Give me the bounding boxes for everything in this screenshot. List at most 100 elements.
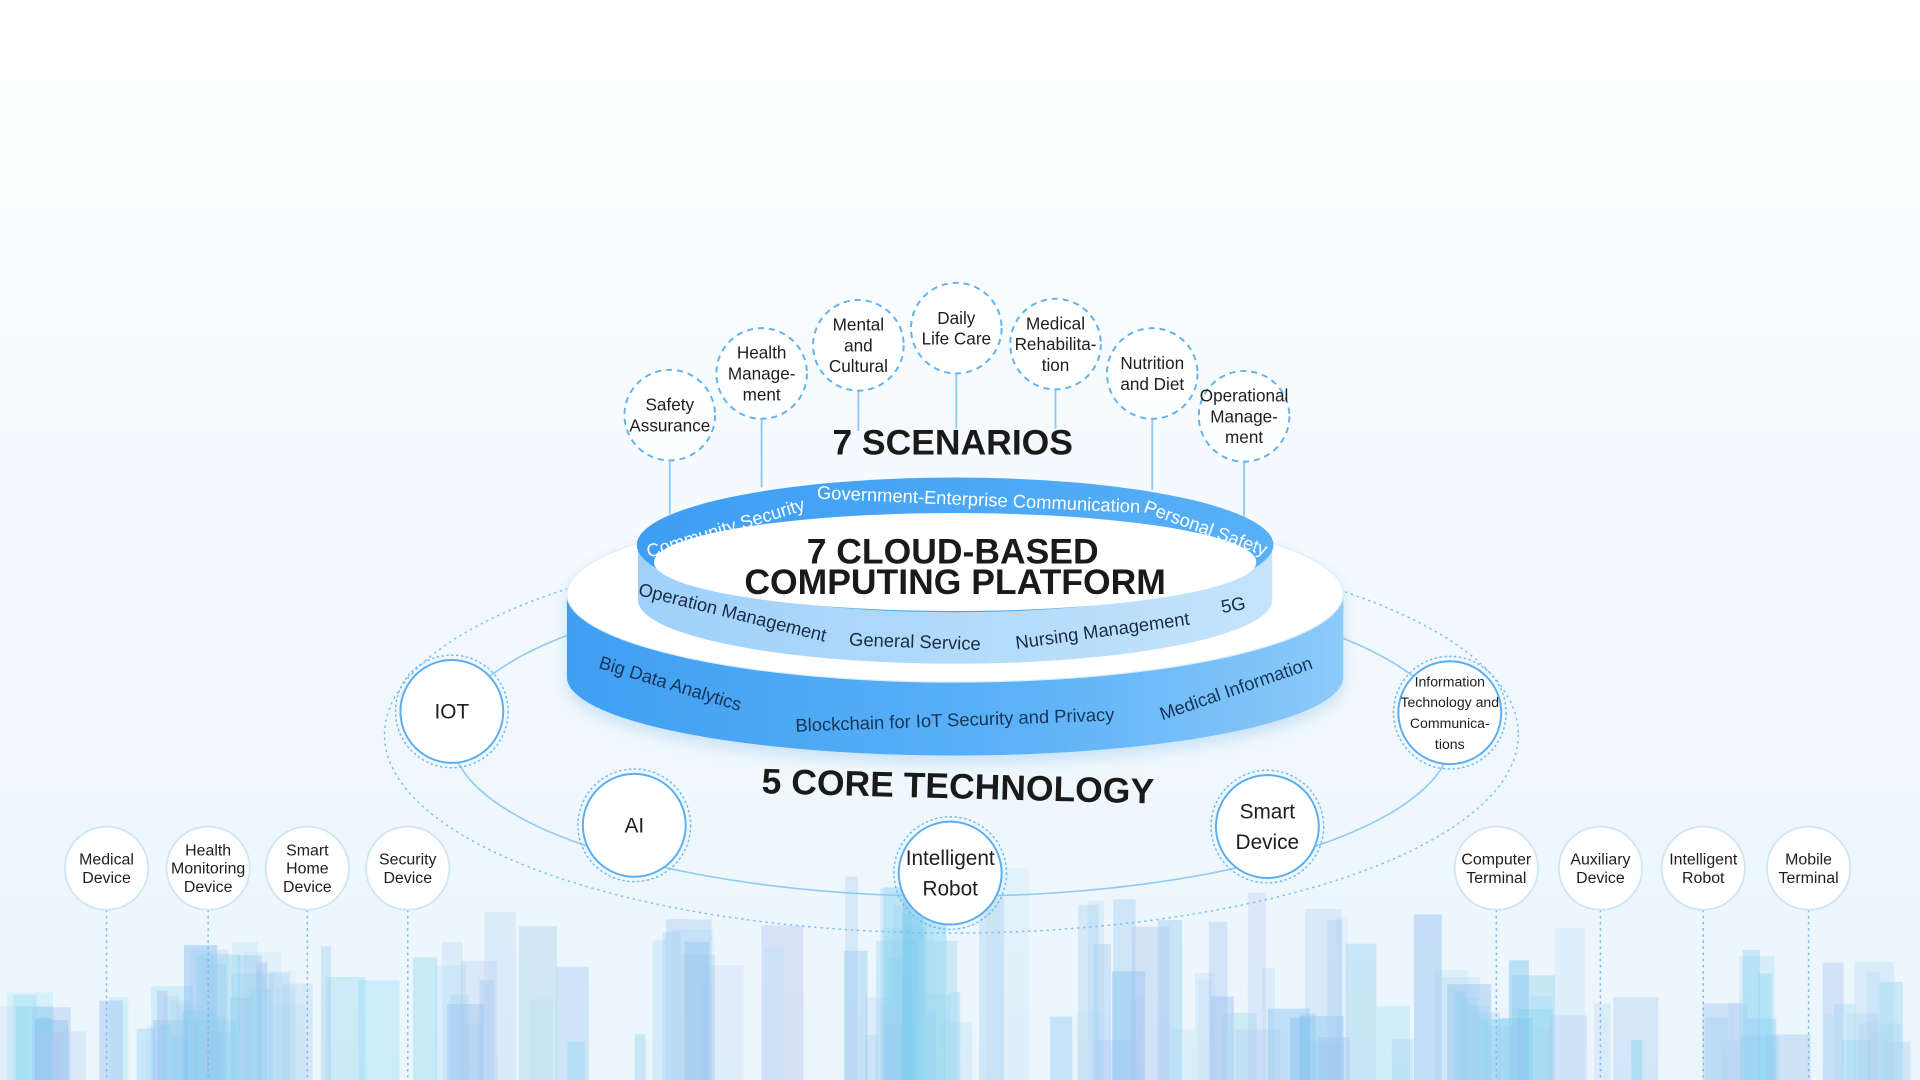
scenario-circle <box>1009 297 1102 391</box>
building <box>556 966 589 1080</box>
building <box>150 986 193 1080</box>
platform-title-line1: 7 CLOUD-BASED <box>807 531 1099 571</box>
technology-iot[interactable]: IOT <box>394 654 509 769</box>
building <box>190 949 229 1080</box>
building <box>1376 1006 1410 1080</box>
technology-outer-ring <box>1210 769 1325 884</box>
building <box>1208 921 1228 1080</box>
building <box>884 1024 926 1080</box>
building <box>1171 1029 1196 1080</box>
node-label-line: Rehabilita- <box>1015 334 1097 354</box>
node-label-line: Home <box>286 861 329 878</box>
node-label-line: Technology and <box>1400 694 1499 710</box>
building <box>230 973 274 1080</box>
node-label-line: Smart <box>286 842 329 859</box>
building <box>216 1032 239 1080</box>
building <box>1247 892 1266 1080</box>
building <box>184 945 218 1080</box>
device-circle <box>1557 825 1643 911</box>
building <box>1075 1013 1104 1080</box>
building <box>672 929 715 1080</box>
building <box>413 957 438 1080</box>
scenario-circle <box>715 327 808 420</box>
building <box>16 1006 54 1080</box>
outer-orbit <box>383 535 1520 934</box>
building <box>1130 998 1143 1080</box>
node-label-line: Robot <box>922 878 978 901</box>
building <box>0 1006 28 1080</box>
scenario-circle <box>623 368 717 462</box>
node-label-line: Operational <box>1200 386 1289 406</box>
node-label-line: Device <box>383 870 432 887</box>
device-circle <box>1660 825 1746 911</box>
scenario-circle <box>1197 370 1291 463</box>
building <box>1434 969 1469 1080</box>
building <box>163 995 180 1080</box>
technology-ai[interactable]: AI <box>577 768 692 883</box>
node-label-line: Health <box>185 842 231 859</box>
building <box>188 1015 225 1080</box>
building <box>1871 1032 1888 1080</box>
scenarios-title: 7 SCENARIOS <box>832 422 1073 462</box>
building <box>1267 1008 1310 1080</box>
building <box>1131 926 1170 1080</box>
building <box>1299 1016 1344 1080</box>
building <box>1077 904 1099 1080</box>
building <box>519 926 558 1080</box>
building <box>484 911 516 1080</box>
building <box>442 941 463 1080</box>
building <box>1883 1041 1911 1080</box>
building <box>1720 1040 1741 1080</box>
node-label-line: Device <box>283 879 332 896</box>
device-circle <box>63 825 150 911</box>
building <box>32 1007 71 1080</box>
node-label-line: Auxiliary <box>1570 852 1630 869</box>
node-label-line: Intelligent <box>1669 852 1738 869</box>
node-label-line: Intelligent <box>906 847 995 870</box>
building <box>275 986 294 1080</box>
scenario-circle <box>910 281 1003 375</box>
building <box>1484 1025 1524 1080</box>
building <box>843 950 868 1080</box>
technology-outer-ring <box>1392 655 1507 770</box>
building <box>1093 943 1111 1080</box>
building <box>256 962 268 1080</box>
technology-circle <box>897 820 1003 926</box>
building <box>1822 962 1844 1080</box>
building <box>326 976 366 1080</box>
building <box>1222 1013 1257 1080</box>
building <box>1747 1018 1777 1080</box>
building <box>206 1031 223 1080</box>
building <box>978 897 1004 1080</box>
building <box>1305 908 1342 1080</box>
building <box>268 1005 306 1080</box>
technology-circle <box>399 659 505 764</box>
building <box>1846 1013 1879 1080</box>
technology-circle <box>1214 774 1320 879</box>
node-label-line: Manage- <box>1210 406 1278 426</box>
node-label-line: Security <box>379 852 437 869</box>
